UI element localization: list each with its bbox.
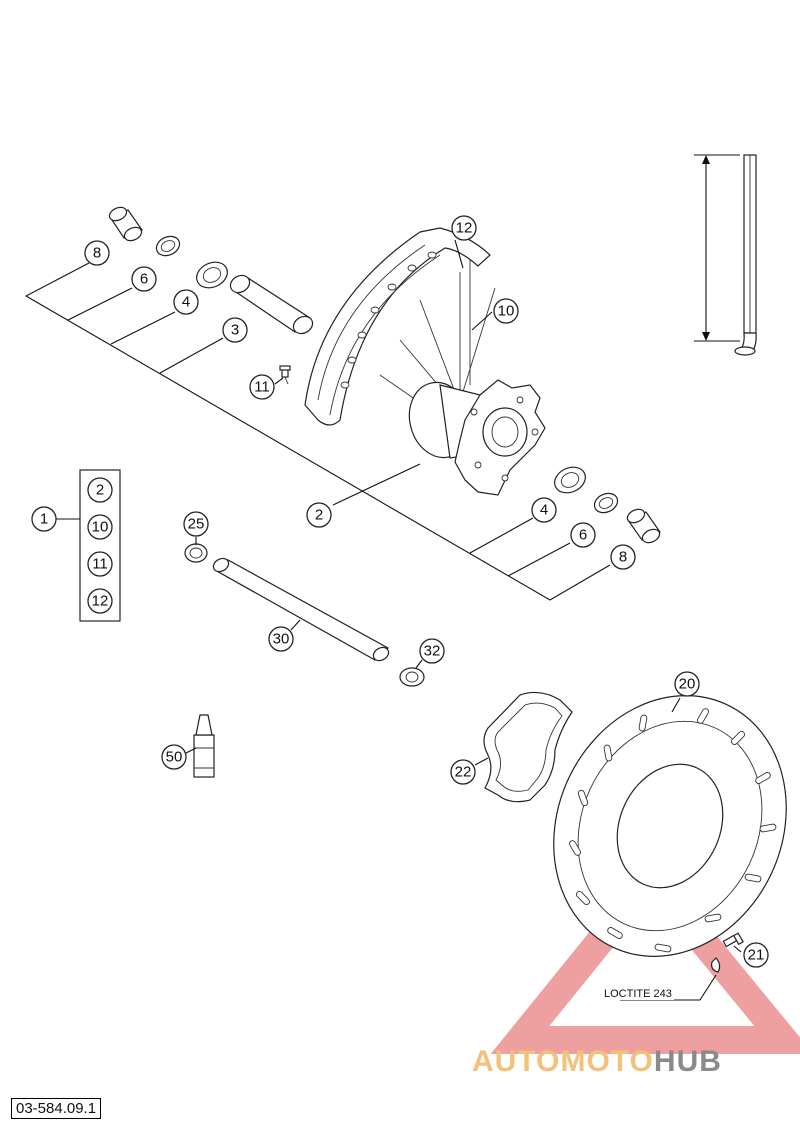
watermark-part-a: AUTOMOTO <box>472 1045 654 1078</box>
spacer-bushing-top <box>108 206 143 242</box>
callout-8-bottom: 8 <box>610 544 636 570</box>
svg-text:8: 8 <box>619 549 627 566</box>
callout-11-nipple: 11 <box>249 374 275 400</box>
wheel-bearing-top <box>196 261 228 289</box>
callout-4-top: 4 <box>173 289 199 315</box>
callout-22: 22 <box>450 759 476 785</box>
callout-1-kit: 1 <box>31 506 57 532</box>
svg-text:6: 6 <box>140 271 148 288</box>
svg-text:2: 2 <box>315 507 323 524</box>
callout-25: 25 <box>183 511 209 537</box>
kit-item-10: 10 <box>87 514 113 540</box>
svg-text:12: 12 <box>92 593 109 610</box>
svg-text:1: 1 <box>40 511 48 528</box>
shaft-seal-ring-top <box>155 235 181 257</box>
wheel-bearing-bottom <box>554 466 586 494</box>
callout-12-rim: 12 <box>451 215 477 241</box>
shaft-seal <box>184 543 208 563</box>
callout-2-hub: 2 <box>306 502 332 528</box>
loctite-note: LOCTITE 243 <box>602 988 674 1000</box>
spoke-nipple <box>279 365 291 385</box>
svg-text:50: 50 <box>166 749 183 766</box>
wheel-axle <box>212 557 390 662</box>
svg-text:25: 25 <box>188 516 205 533</box>
disc-bolt <box>711 932 744 973</box>
kit-item-11: 11 <box>87 551 113 577</box>
callout-32: 32 <box>419 638 445 664</box>
threadlock-bottle <box>193 714 215 778</box>
callout-6-top: 6 <box>131 266 157 292</box>
svg-text:10: 10 <box>498 303 515 320</box>
brake-disc <box>553 695 787 957</box>
callout-20: 20 <box>674 671 700 697</box>
wheel-rim <box>304 227 491 426</box>
wheel-hub <box>408 379 546 496</box>
svg-text:30: 30 <box>273 631 290 648</box>
spoke-length-gauge <box>694 154 757 356</box>
spacer-bushing-bottom <box>626 508 661 544</box>
svg-text:11: 11 <box>92 556 108 573</box>
callout-21: 21 <box>743 942 769 968</box>
svg-text:6: 6 <box>579 527 587 544</box>
callout-4-bottom: 4 <box>531 497 557 523</box>
svg-text:10: 10 <box>92 519 109 536</box>
callout-6-bottom: 6 <box>570 522 596 548</box>
svg-text:8: 8 <box>93 245 101 262</box>
shaft-seal-ring-bottom <box>593 492 619 514</box>
callout-3: 3 <box>222 317 248 343</box>
svg-text:4: 4 <box>182 294 190 311</box>
svg-text:22: 22 <box>455 764 472 781</box>
svg-text:12: 12 <box>456 220 473 237</box>
callout-8-top: 8 <box>84 240 110 266</box>
spacer-tube <box>229 274 314 335</box>
diagram-reference-code: 03-584.09.1 <box>11 1098 102 1119</box>
axle-nut <box>399 667 425 687</box>
svg-text:3: 3 <box>231 322 239 339</box>
callout-30: 30 <box>268 626 294 652</box>
svg-text:20: 20 <box>679 676 696 693</box>
watermark-part-b: HUB <box>653 1045 722 1078</box>
svg-text:21: 21 <box>748 947 765 964</box>
brake-disc-adapter <box>483 691 573 803</box>
svg-text:4: 4 <box>540 502 548 519</box>
svg-text:2: 2 <box>96 482 104 499</box>
svg-text:32: 32 <box>424 643 441 660</box>
kit-item-2: 2 <box>87 477 113 503</box>
leader-lines <box>24 239 742 1001</box>
svg-text:11: 11 <box>254 379 270 396</box>
callout-50: 50 <box>161 744 187 770</box>
watermark-wordmark: AUTOMOTOHUB <box>472 1045 722 1079</box>
callout-10-spokes: 10 <box>493 298 519 324</box>
kit-item-12: 12 <box>87 588 113 614</box>
